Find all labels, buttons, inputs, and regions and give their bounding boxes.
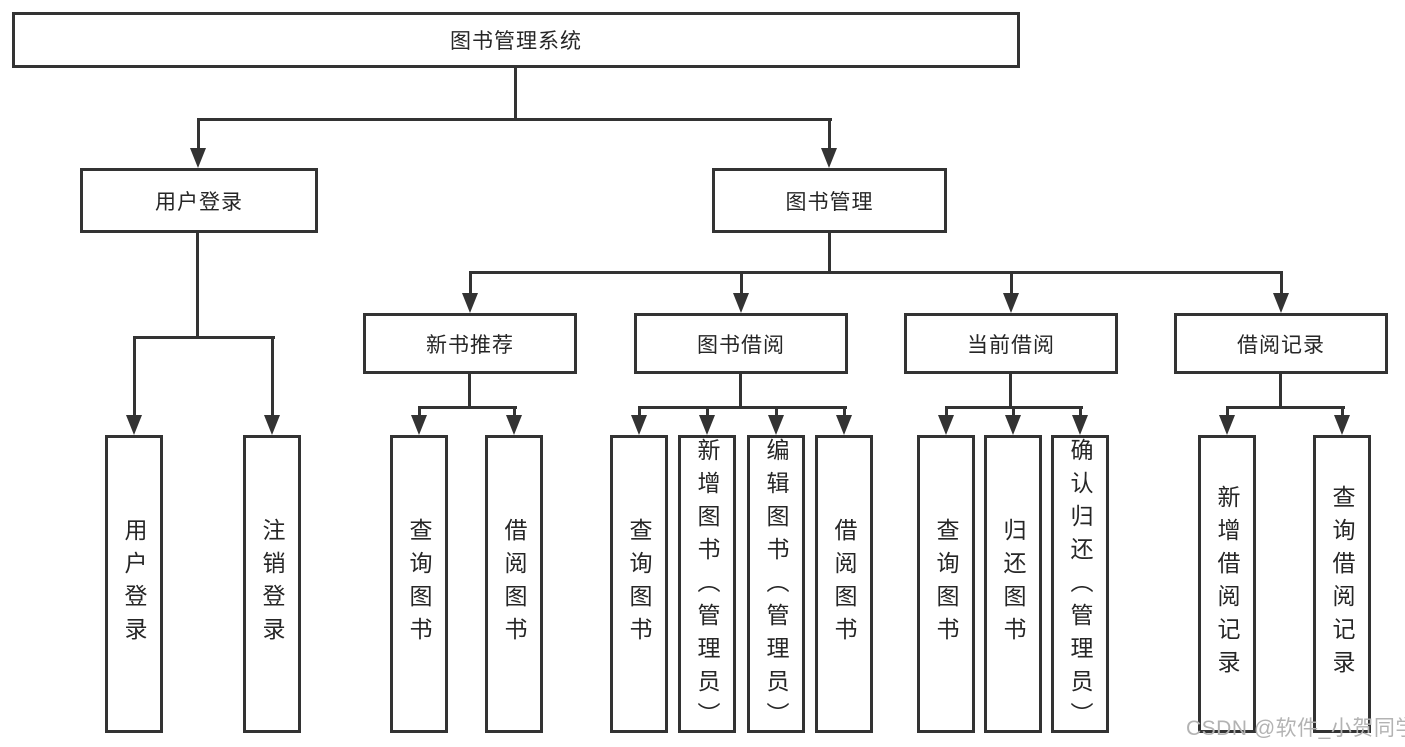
arrow-down-icon	[631, 415, 647, 435]
leaf-user-login: 用户登录	[105, 435, 163, 733]
node-current-borrow: 当前借阅	[904, 313, 1118, 374]
connector-line	[1341, 406, 1344, 421]
leaf-borrow-book-recommend: 借阅图书	[485, 435, 543, 733]
connector-line	[1226, 406, 1229, 421]
connector-line	[828, 233, 831, 273]
leaf-add-borrow-record-label: 新增借阅记录	[1214, 485, 1240, 683]
node-root: 图书管理系统	[12, 12, 1020, 68]
leaf-borrow-book-recommend-label: 借阅图书	[501, 518, 527, 650]
node-current-borrow-label: 当前借阅	[967, 333, 1055, 357]
arrow-down-icon	[733, 293, 749, 313]
leaf-confirm-return-admin-label: 确认归还（管理员）	[1067, 438, 1093, 735]
leaf-borrow-book-label: 借阅图书	[831, 518, 857, 650]
node-user-login: 用户登录	[80, 168, 318, 233]
leaf-add-book-admin-label: 新增图书（管理员）	[694, 438, 720, 735]
leaf-query-book-current: 查询图书	[917, 435, 975, 733]
connector-line	[469, 271, 1283, 274]
connector-line	[638, 406, 641, 421]
connector-line	[197, 118, 200, 154]
leaf-query-book-label: 查询图书	[626, 518, 652, 650]
connector-line	[945, 406, 948, 421]
leaf-return-book-label: 归还图书	[1000, 518, 1026, 650]
csdn-watermark: CSDN @软件_小贺同学	[1186, 717, 1405, 740]
arrow-down-icon	[836, 415, 852, 435]
connector-line	[1279, 374, 1282, 408]
connector-line	[1009, 374, 1012, 408]
leaf-query-book-recommend-label: 查询图书	[406, 518, 432, 650]
connector-line	[513, 406, 516, 421]
node-book-borrow-label: 图书借阅	[697, 333, 785, 357]
leaf-edit-book-admin: 编辑图书（管理员）	[747, 435, 805, 735]
connector-line	[1012, 406, 1015, 421]
leaf-return-book: 归还图书	[984, 435, 1042, 733]
leaf-user-login-label: 用户登录	[121, 518, 147, 650]
leaf-add-borrow-record: 新增借阅记录	[1198, 435, 1256, 733]
arrow-down-icon	[462, 293, 478, 313]
arrow-down-icon	[768, 415, 784, 435]
node-borrow-records: 借阅记录	[1174, 313, 1388, 374]
connector-line	[1079, 406, 1082, 421]
leaf-logout-label: 注销登录	[259, 518, 285, 650]
leaf-query-book: 查询图书	[610, 435, 668, 733]
arrow-down-icon	[1334, 415, 1350, 435]
connector-line	[133, 336, 275, 339]
connector-line	[469, 271, 472, 299]
connector-line	[271, 336, 274, 421]
arrow-down-icon	[1072, 415, 1088, 435]
leaf-query-borrow-record: 查询借阅记录	[1313, 435, 1371, 733]
leaf-borrow-book: 借阅图书	[815, 435, 873, 733]
connector-line	[133, 336, 136, 421]
arrow-down-icon	[264, 415, 280, 435]
arrow-down-icon	[1005, 415, 1021, 435]
arrow-down-icon	[1003, 293, 1019, 313]
connector-line	[197, 118, 832, 121]
node-book-borrow: 图书借阅	[634, 313, 848, 374]
arrow-down-icon	[1273, 293, 1289, 313]
node-book-management-label: 图书管理	[785, 190, 874, 214]
leaf-query-book-current-label: 查询图书	[933, 518, 959, 650]
connector-line	[739, 374, 742, 408]
node-new-book-recommend-label: 新书推荐	[426, 333, 514, 357]
connector-line	[638, 406, 847, 409]
leaf-query-book-recommend: 查询图书	[390, 435, 448, 733]
arrow-down-icon	[938, 415, 954, 435]
leaf-add-book-admin: 新增图书（管理员）	[678, 435, 736, 735]
leaf-edit-book-admin-label: 编辑图书（管理员）	[763, 438, 789, 735]
leaf-confirm-return-admin: 确认归还（管理员）	[1051, 435, 1109, 735]
arrow-down-icon	[190, 148, 206, 168]
arrow-down-icon	[411, 415, 427, 435]
connector-line	[843, 406, 846, 421]
node-book-management: 图书管理	[712, 168, 947, 233]
connector-line	[740, 271, 743, 299]
arrow-down-icon	[126, 415, 142, 435]
leaf-logout: 注销登录	[243, 435, 301, 733]
node-user-login-label: 用户登录	[155, 190, 243, 214]
node-borrow-records-label: 借阅记录	[1237, 333, 1325, 357]
connector-line	[1010, 271, 1013, 299]
connector-line	[1280, 271, 1283, 299]
connector-line	[1226, 406, 1345, 409]
arrow-down-icon	[699, 415, 715, 435]
connector-line	[418, 406, 517, 409]
arrow-down-icon	[506, 415, 522, 435]
node-root-label: 图书管理系统	[450, 30, 582, 53]
leaf-query-borrow-record-label: 查询借阅记录	[1329, 485, 1355, 683]
connector-line	[828, 118, 831, 154]
connector-line	[775, 406, 778, 421]
arrow-down-icon	[1219, 415, 1235, 435]
connector-line	[418, 406, 421, 421]
connector-line	[196, 233, 199, 338]
connector-line	[514, 68, 517, 119]
node-new-book-recommend: 新书推荐	[363, 313, 577, 374]
arrow-down-icon	[821, 148, 837, 168]
connector-line	[706, 406, 709, 421]
connector-line	[468, 374, 471, 408]
